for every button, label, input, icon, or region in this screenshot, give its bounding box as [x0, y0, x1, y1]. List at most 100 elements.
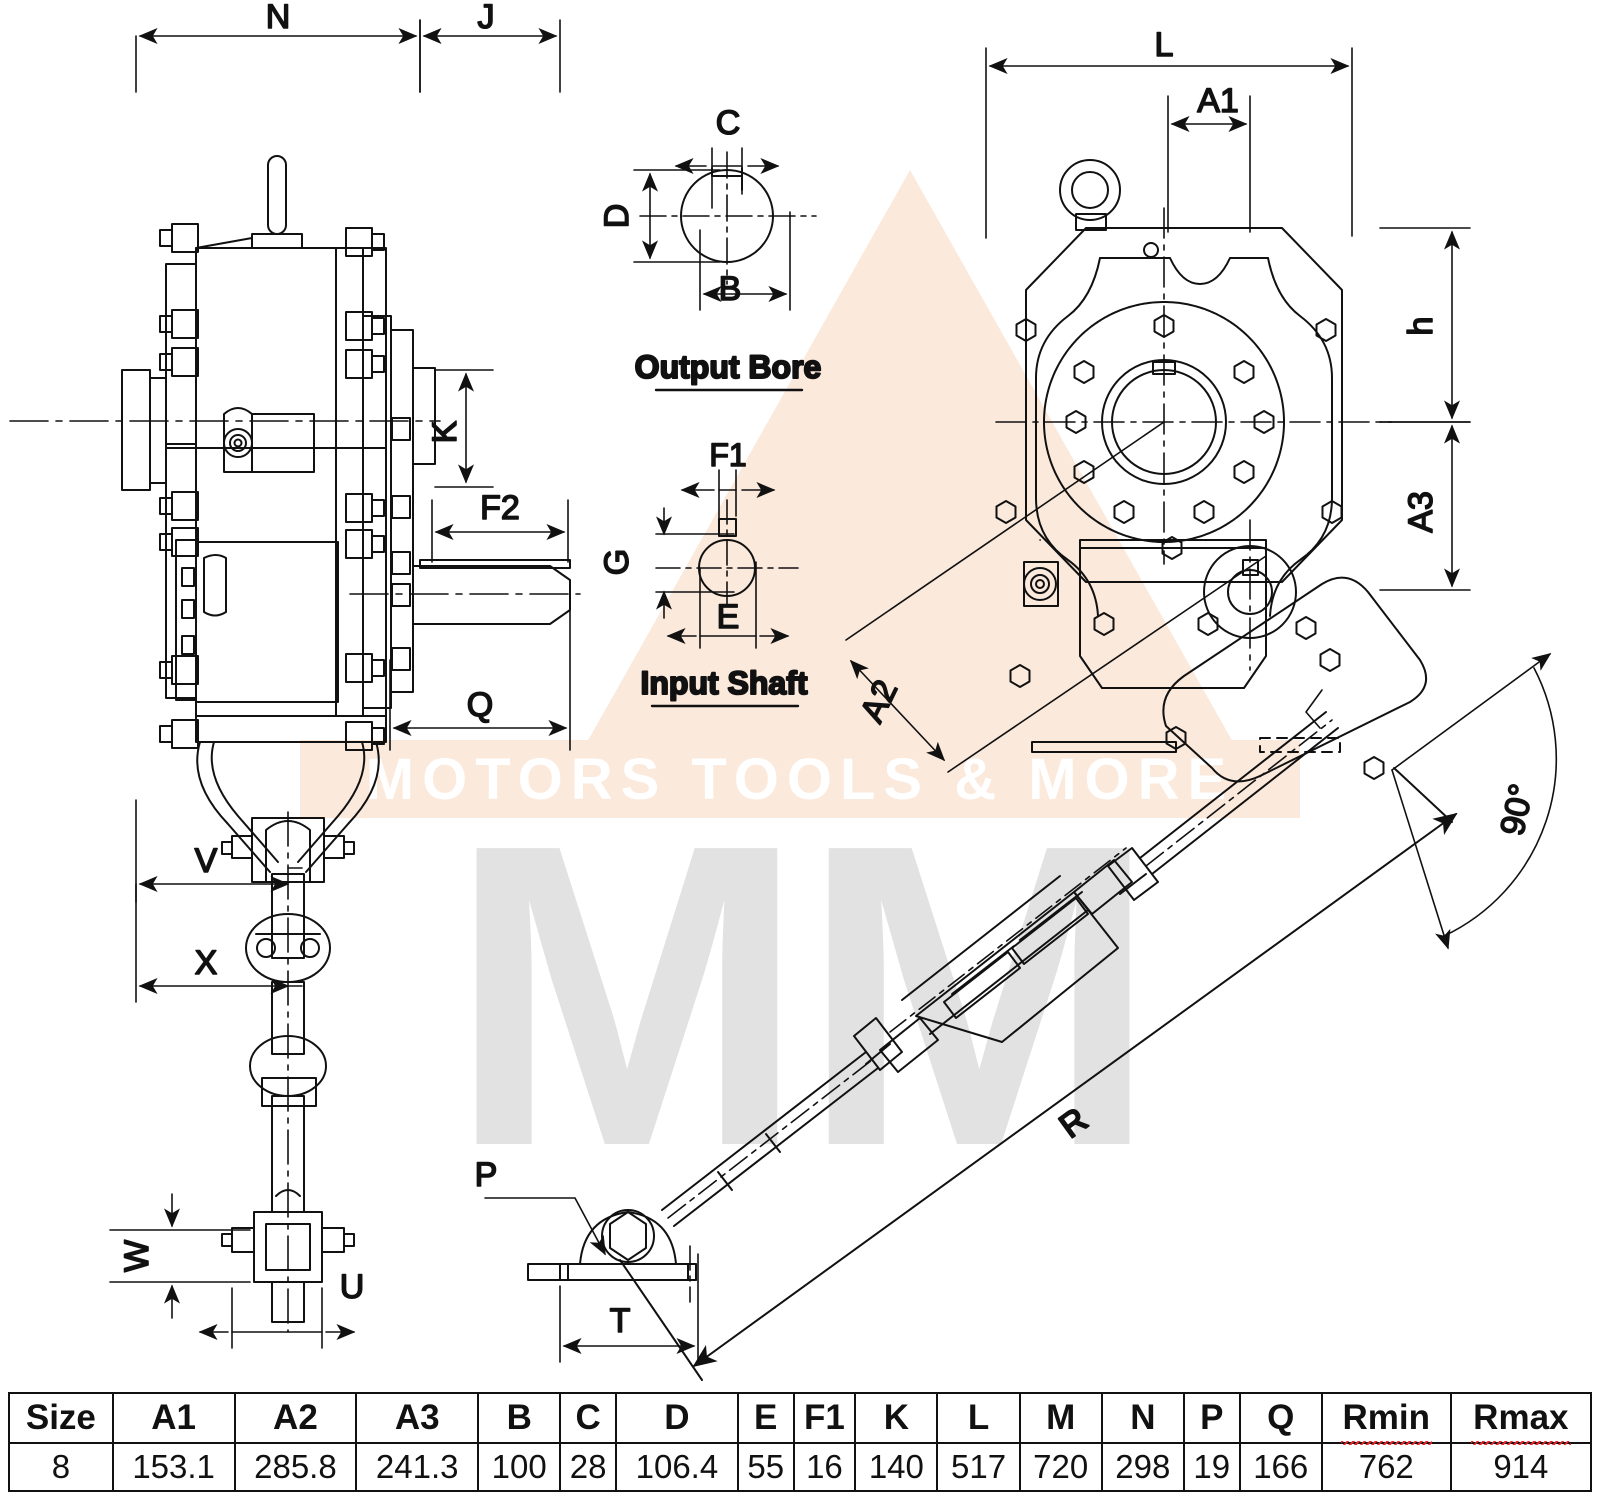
dimension-L: L	[985, 25, 1353, 239]
watermark-tagline: MOTORS TOOLS & MORE	[365, 746, 1235, 812]
svg-text:N: N	[266, 0, 291, 36]
dimension-B: B	[699, 211, 791, 311]
table-cell: 166	[1238, 1442, 1323, 1492]
table-header-cell: P	[1182, 1392, 1241, 1444]
dimension-angle-90: 90°	[1391, 653, 1558, 950]
table-header-cell: N	[1100, 1392, 1185, 1444]
table-header-cell: M	[1018, 1392, 1103, 1444]
table-header-cell-rmax: Rmax	[1449, 1392, 1593, 1445]
dimension-h: h	[1379, 227, 1471, 423]
svg-text:Q: Q	[467, 686, 493, 724]
table-cell: 140	[854, 1442, 939, 1492]
table-header-cell: D	[615, 1392, 739, 1444]
dimension-F2: F2	[431, 488, 569, 563]
dimension-F1: F1	[680, 436, 776, 523]
rmin-spellcheck: Rmin	[1340, 1398, 1432, 1445]
table-cell: 28	[559, 1442, 618, 1492]
svg-text:A3: A3	[1402, 491, 1440, 533]
dimension-W: W	[109, 1193, 251, 1319]
table-header-cell: A2	[233, 1392, 358, 1444]
svg-text:G: G	[598, 549, 636, 575]
svg-text:R: R	[1052, 1101, 1094, 1146]
svg-text:A2: A2	[853, 674, 905, 728]
svg-text:P: P	[475, 1156, 498, 1194]
table-cell: 19	[1182, 1442, 1241, 1492]
dimension-J: J	[419, 0, 561, 93]
dimension-D: D	[597, 169, 721, 263]
svg-text:F1: F1	[709, 437, 746, 473]
dimension-E: E	[666, 561, 790, 649]
svg-text:L: L	[1155, 26, 1174, 64]
table-header-cell-rmin: Rmin	[1320, 1392, 1452, 1445]
table-row: 8 153.1 285.8 241.3 100 28 106.4 55 16 1…	[8, 1442, 1593, 1492]
table-cell: 106.4	[615, 1442, 739, 1492]
svg-text:X: X	[195, 944, 218, 982]
dimension-K: K	[425, 369, 494, 488]
table-cell: 153.1	[111, 1442, 236, 1492]
svg-text:D: D	[598, 204, 636, 229]
table-header-cell: K	[854, 1392, 939, 1444]
dimension-P: P	[474, 1155, 606, 1256]
input-shaft-label-group: Input Shaft	[639, 664, 809, 708]
svg-text:E: E	[717, 598, 740, 636]
svg-text:h: h	[1402, 317, 1440, 336]
table-header-cell: B	[477, 1392, 562, 1444]
main-centerline	[9, 420, 581, 595]
table-cell: 8	[8, 1442, 114, 1492]
svg-text:K: K	[426, 420, 464, 443]
gearbox-housing	[121, 237, 387, 717]
svg-text:V: V	[195, 842, 218, 880]
rmax-spellcheck: Rmax	[1471, 1398, 1571, 1445]
turnbuckle-diagonal: R	[527, 711, 1458, 1381]
table-header-cell: A1	[111, 1392, 236, 1444]
table-cell: 100	[477, 1442, 562, 1492]
table-header-row: Size A1 A2 A3 B C D E F1 K L M N P Q Rmi…	[8, 1392, 1593, 1445]
table-cell: 298	[1100, 1442, 1185, 1492]
dimension-spec-table: Size A1 A2 A3 B C D E F1 K L M N P Q Rmi…	[8, 1392, 1593, 1492]
table-cell: 914	[1449, 1442, 1593, 1492]
input-shaft-detail	[655, 499, 799, 613]
table-header-cell: F1	[792, 1392, 857, 1444]
dimension-V: V	[135, 799, 303, 903]
breather-vent	[251, 155, 303, 249]
dimension-A1: A1	[1167, 81, 1251, 233]
input-shaft-label: Input Shaft	[640, 665, 807, 701]
svg-text:W: W	[118, 1240, 156, 1272]
svg-text:B: B	[719, 270, 742, 308]
dimension-C: C	[674, 103, 780, 209]
table-header-cell: A3	[355, 1392, 480, 1444]
table-cell: 762	[1320, 1442, 1452, 1492]
table-header-cell: E	[736, 1392, 795, 1444]
housing-bolts	[159, 223, 411, 751]
output-flange	[362, 315, 436, 709]
svg-text:U: U	[340, 1268, 365, 1306]
svg-text:A1: A1	[1197, 82, 1239, 120]
input-shaft-side-view	[412, 559, 571, 625]
torque-arm-bracket	[195, 715, 387, 883]
table-cell: 16	[792, 1442, 857, 1492]
table-cell: 285.8	[233, 1442, 358, 1492]
table-cell: 720	[1018, 1442, 1103, 1492]
dimension-A3: A3	[1379, 421, 1471, 591]
table-header-cell: C	[559, 1392, 618, 1444]
dimension-T: T	[559, 1253, 699, 1363]
output-bore-label: Output Bore	[635, 349, 822, 385]
gearbox-face-view	[995, 159, 1428, 783]
output-bore-label-group: Output Bore	[634, 348, 822, 392]
table-header-cell: Size	[8, 1392, 114, 1444]
table-cell: 241.3	[355, 1442, 480, 1492]
table-cell: 55	[736, 1442, 795, 1492]
table-header-cell: L	[936, 1392, 1021, 1444]
dimension-Q: Q	[389, 609, 571, 751]
table-header-cell: Q	[1238, 1392, 1323, 1444]
dimension-X: X	[135, 883, 303, 1003]
svg-text:C: C	[716, 104, 741, 142]
svg-text:F2: F2	[480, 489, 520, 527]
dimension-G: G	[597, 507, 735, 619]
svg-text:90°: 90°	[1493, 781, 1541, 839]
dimension-U: U	[198, 1267, 365, 1349]
svg-text:T: T	[610, 1302, 631, 1340]
table-cell: 517	[936, 1442, 1021, 1492]
